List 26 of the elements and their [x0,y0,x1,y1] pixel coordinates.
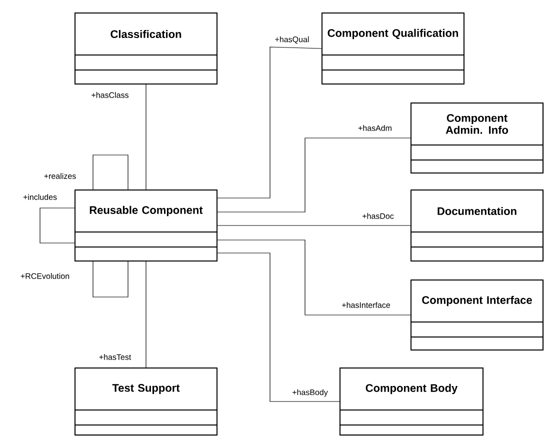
association-line [217,252,340,402]
association-line [92,154,128,190]
class-box: Component Interface [410,280,544,350]
association-line [217,46,322,198]
edge-label: +realizes [42,172,78,180]
edge-label: +includes [22,193,58,201]
association-line [217,138,411,212]
association-line [217,240,411,316]
edge-label: +hasTest [98,353,132,361]
edge-label: +hasClass [90,91,130,99]
class-box: Reusable Component [74,190,218,262]
edge-label: +hasDoc [361,212,395,220]
class-box: Component Qualification [322,12,464,84]
class-box: Documentation [410,190,544,262]
edge-label: +RCEvolution [19,272,71,280]
edge-label: +hasQual [274,35,310,45]
association-line [217,225,411,226]
class-box: Component Admin. Info [410,102,544,174]
association-line [92,261,128,298]
edge-label: +hasBody [291,388,329,398]
class-box: Component Body [340,368,484,436]
class-box: Test Support [74,368,218,436]
class-box: Classification [74,12,218,84]
edge-label: +hasAdm [357,124,393,132]
edge-label: +hasInterface [340,301,392,309]
association-line [40,208,75,244]
